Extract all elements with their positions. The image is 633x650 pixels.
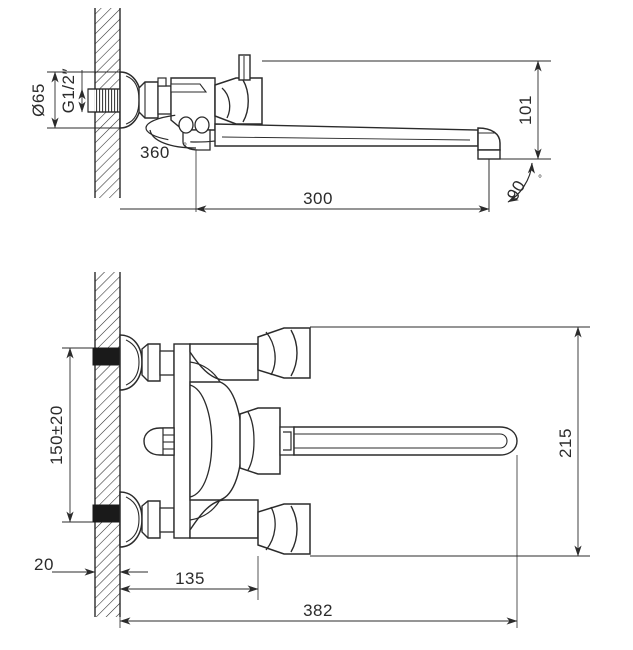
dim-wall-offset: 20 — [34, 555, 148, 576]
spout-socket-bottom — [239, 407, 295, 475]
dim-label-depth: 135 — [175, 569, 205, 588]
dim-label-diameter: Ø65 — [29, 83, 48, 117]
dim-label-offset: 20 — [34, 555, 54, 574]
wall-section-bottom — [94, 272, 121, 617]
mixer-body-top — [145, 77, 247, 151]
dim-label-swivel: 360 — [140, 143, 170, 162]
dim-label-width: 382 — [303, 601, 333, 620]
inlet-upper — [92, 334, 175, 391]
dim-label-total-height: 215 — [556, 428, 575, 458]
hex-nut-top — [138, 77, 172, 119]
dim-overall-height: 215 — [310, 326, 590, 557]
dim-inlet-spacing: 150±20 — [47, 347, 93, 523]
dim-overall-width: 382 — [119, 455, 518, 628]
dim-diameter-flange: Ø65 — [29, 71, 120, 129]
dim-spout-reach: 300 — [120, 150, 490, 213]
dim-label-reach: 300 — [303, 189, 333, 208]
dim-swivel-angle: 360 ° — [140, 142, 188, 162]
diverter-knob — [143, 427, 175, 456]
degree-symbol-outlet: ° — [538, 174, 543, 185]
handle-top — [214, 54, 263, 125]
mixer-body-bottom — [143, 343, 259, 539]
dim-label-spacing: 150±20 — [47, 405, 66, 465]
dim-thread-size: G1/2″ — [59, 68, 86, 113]
bottom-view: 150±20 20 135 382 215 — [34, 272, 590, 628]
handle-lower-bottom — [257, 503, 311, 555]
spout-tube-bottom — [293, 426, 518, 456]
dim-spout-height: 101 — [262, 60, 551, 160]
degree-symbol-swivel: ° — [183, 142, 188, 153]
spout-arm-top — [214, 123, 501, 160]
inlet-lower — [92, 491, 175, 548]
dim-label-thread: G1/2″ — [59, 68, 78, 113]
handle-upper-bottom — [257, 327, 311, 379]
dim-label-height: 101 — [516, 95, 535, 125]
